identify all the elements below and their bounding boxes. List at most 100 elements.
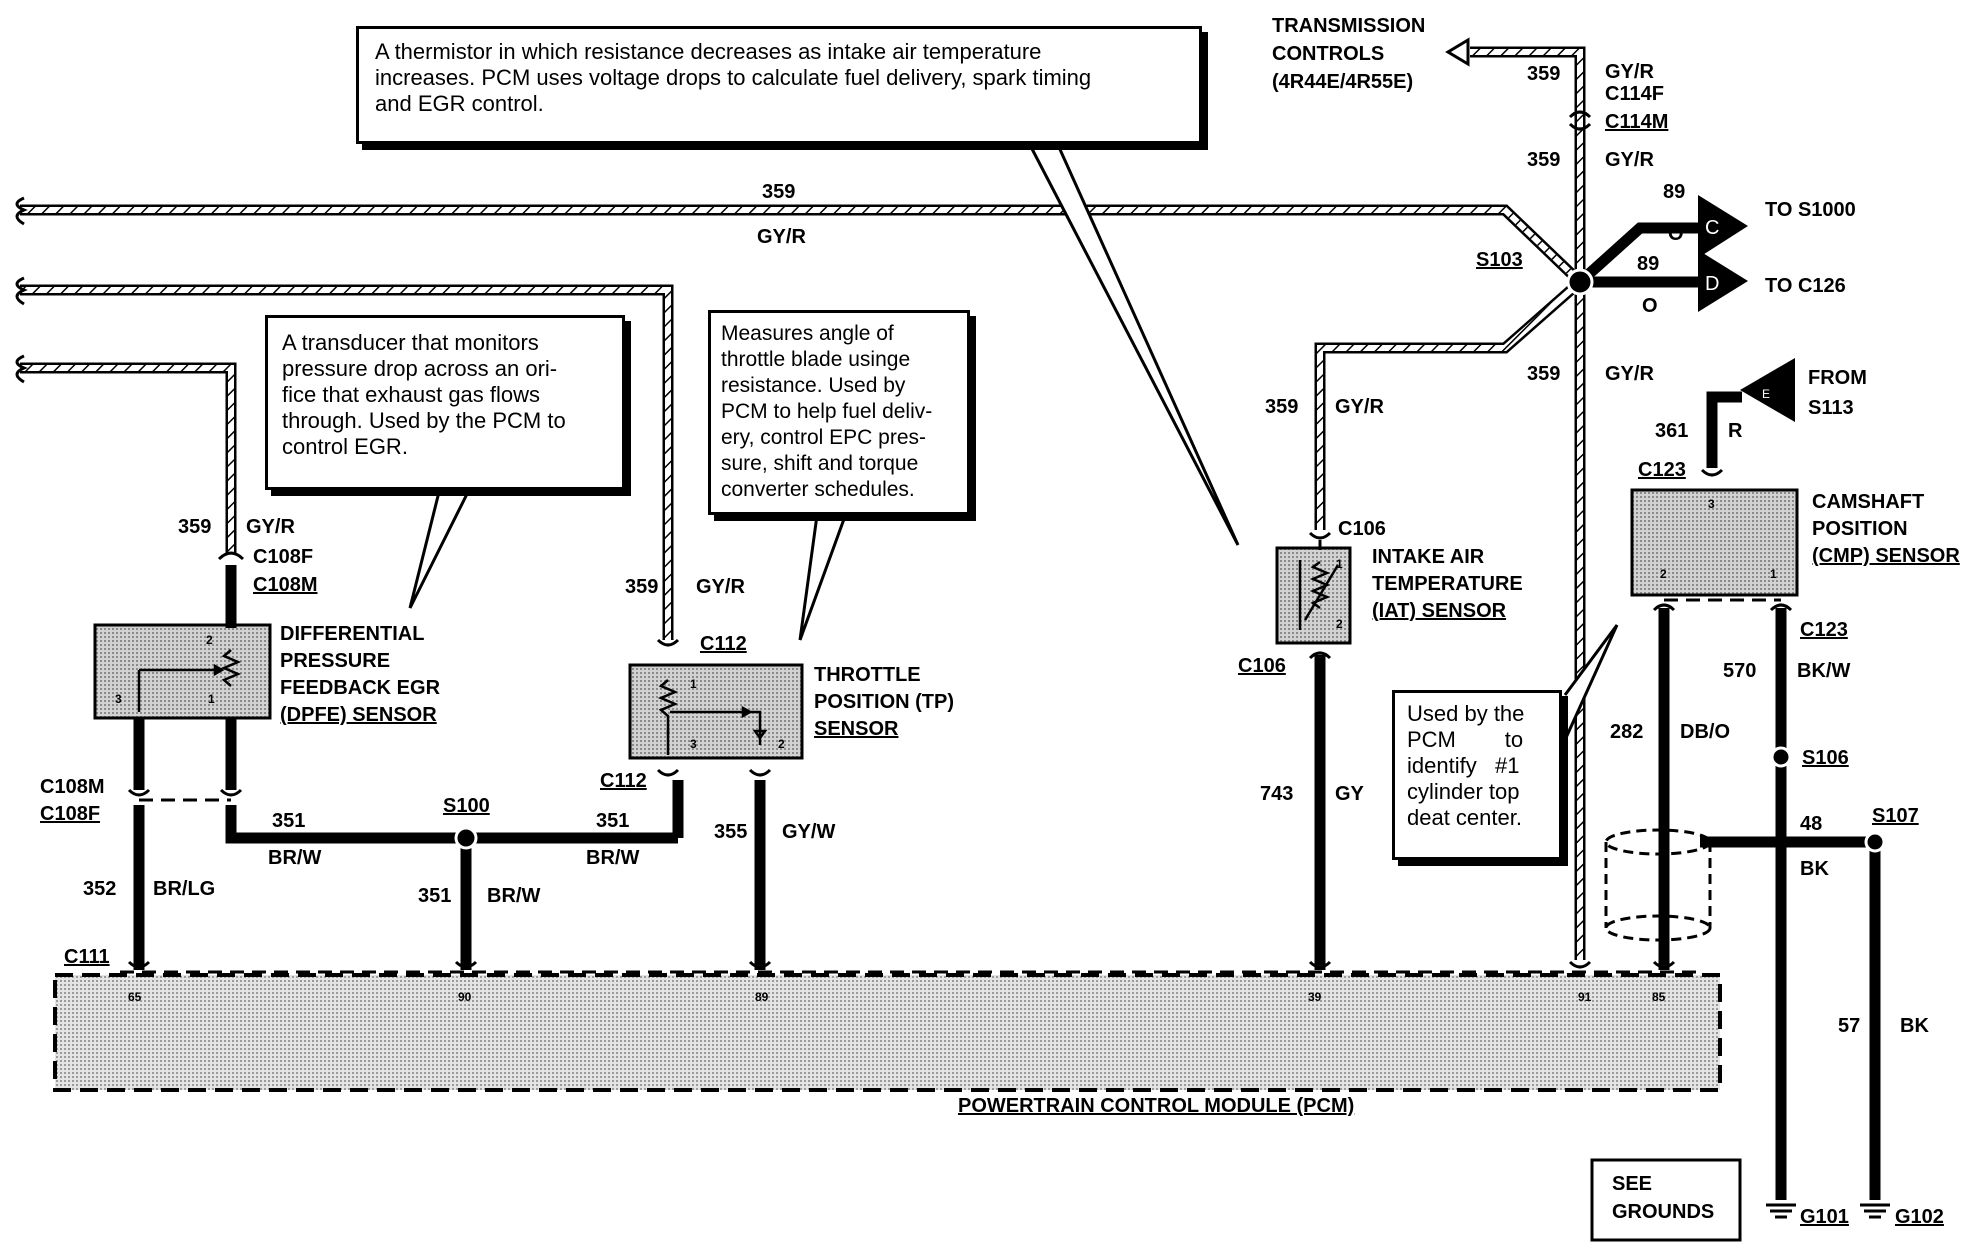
s106-label: S106 bbox=[1802, 747, 1849, 769]
c106-bot: C106 bbox=[1238, 655, 1286, 677]
connector-labels: C108F C108M C108M C108F C111 C112 C112 C… bbox=[40, 83, 1848, 968]
to-c126-label: TO C126 bbox=[1765, 275, 1846, 297]
callout-tp-line1: Measures angle of bbox=[721, 322, 894, 345]
tp-pin-3: 3 bbox=[690, 737, 697, 751]
pcm-pin-65: 65 bbox=[128, 990, 142, 1004]
c111: C111 bbox=[64, 946, 110, 968]
c106-top: C106 bbox=[1338, 518, 1386, 540]
svg-text:GY: GY bbox=[1335, 783, 1365, 805]
iat-internal bbox=[1298, 560, 1340, 630]
g101-label: G101 bbox=[1800, 1206, 1849, 1228]
wire-361 bbox=[1706, 391, 1742, 468]
dpfe-pin-1: 1 bbox=[208, 692, 215, 706]
c108m-bot: C108M bbox=[40, 776, 104, 798]
callout-cmp-line1: Used by the bbox=[1407, 701, 1525, 726]
callout-tp-line2: throttle blade usinge bbox=[721, 348, 911, 371]
svg-text:359: 359 bbox=[762, 181, 795, 203]
s107-label: S107 bbox=[1872, 805, 1919, 827]
callout-dpfe-line1: A transducer that monitors bbox=[282, 330, 539, 355]
from-s113-label: S113 bbox=[1808, 397, 1854, 419]
pcm-pin-90: 90 bbox=[458, 990, 472, 1004]
dpfe-pin-2: 2 bbox=[206, 633, 213, 647]
pcm-pin-89: 89 bbox=[755, 990, 769, 1004]
splice-s107 bbox=[1864, 831, 1886, 853]
svg-text:359: 359 bbox=[1527, 63, 1560, 85]
svg-text:GY/R: GY/R bbox=[696, 576, 745, 598]
svg-text:BK: BK bbox=[1800, 858, 1829, 880]
svg-text:R: R bbox=[1728, 420, 1743, 442]
pcm-pin-labels: 65 90 89 39 91 85 bbox=[128, 990, 1666, 1004]
svg-text:359: 359 bbox=[625, 576, 658, 598]
svg-text:GY/R: GY/R bbox=[1335, 396, 1384, 418]
g102-label: G102 bbox=[1895, 1206, 1944, 1228]
iat-pin-1: 1 bbox=[1336, 557, 1343, 571]
iat-label-2: TEMPERATURE bbox=[1372, 573, 1523, 595]
c108-top-connector bbox=[217, 551, 245, 628]
tp-label-1: THROTTLE bbox=[814, 664, 921, 686]
svg-text:O: O bbox=[1668, 223, 1684, 245]
svg-text:359: 359 bbox=[1265, 396, 1298, 418]
c114m: C114M bbox=[1605, 111, 1668, 133]
tp-internal bbox=[657, 679, 768, 755]
c108f-top: C108F bbox=[253, 546, 313, 568]
iat-pin-2: 2 bbox=[1336, 617, 1343, 631]
callout-cmp-line4: cylinder top bbox=[1407, 779, 1520, 804]
to-s1000-label: TO S1000 bbox=[1765, 199, 1856, 221]
pcm-module bbox=[53, 973, 1722, 1092]
svg-text:359: 359 bbox=[1527, 363, 1560, 385]
dpfe-lower-wires bbox=[127, 718, 678, 960]
callout-thermistor-line3: and EGR control. bbox=[375, 91, 544, 116]
cmp-label-1: CAMSHAFT bbox=[1812, 491, 1924, 513]
tp-label-2: POSITION (TP) bbox=[814, 691, 954, 713]
c112-bot: C112 bbox=[600, 770, 647, 792]
tp-pin-2: 2 bbox=[778, 737, 785, 751]
svg-text:351: 351 bbox=[596, 810, 629, 832]
svg-text:570: 570 bbox=[1723, 660, 1756, 682]
wire-break-marks bbox=[15, 196, 28, 384]
ref-d: D bbox=[1705, 273, 1719, 295]
callout-pointers bbox=[408, 144, 1619, 741]
tp-connectors bbox=[656, 638, 772, 960]
wire-359-harness bbox=[20, 46, 1586, 960]
svg-text:355: 355 bbox=[714, 821, 747, 843]
svg-text:BK: BK bbox=[1900, 1015, 1929, 1037]
svg-text:361: 361 bbox=[1655, 420, 1688, 442]
svg-text:359: 359 bbox=[1527, 149, 1560, 171]
cmp-pin-3: 3 bbox=[1708, 497, 1715, 511]
cmp-label-3: (CMP) SENSOR bbox=[1812, 545, 1960, 567]
callout-dpfe-line3: fice that exhaust gas flows bbox=[282, 382, 541, 407]
c114f: C114F bbox=[1605, 83, 1664, 105]
dpfe-sensor-box bbox=[93, 623, 272, 720]
cmp-lower-wires bbox=[1652, 598, 1881, 1200]
splice-labels: S100 S103 S106 S107 G101 G102 bbox=[443, 249, 1944, 1228]
callout-dpfe-line2: pressure drop across an ori- bbox=[282, 356, 558, 381]
svg-text:282: 282 bbox=[1610, 721, 1643, 743]
dpfe-label-3: FEEDBACK EGR bbox=[280, 677, 441, 699]
component-labels: DIFFERENTIAL PRESSURE FEEDBACK EGR (DPFE… bbox=[280, 15, 1960, 740]
svg-text:DB/O: DB/O bbox=[1680, 721, 1730, 743]
c108m-top: C108M bbox=[253, 574, 317, 596]
callout-tp-line4: PCM to help fuel deliv- bbox=[721, 400, 933, 423]
svg-text:89: 89 bbox=[1637, 253, 1659, 275]
callout-tp-line5: ery, control EPC pres- bbox=[721, 426, 927, 449]
splice-s100 bbox=[454, 826, 478, 850]
c112-top: C112 bbox=[700, 633, 747, 655]
svg-text:BR/W: BR/W bbox=[586, 847, 639, 869]
dpfe-label-4: (DPFE) SENSOR bbox=[280, 704, 437, 726]
iat-label-1: INTAKE AIR bbox=[1372, 546, 1485, 568]
from-label: FROM bbox=[1808, 367, 1867, 389]
c123-top-connector-mark bbox=[1700, 468, 1724, 477]
svg-text:351: 351 bbox=[418, 885, 451, 907]
pcm-pin-91: 91 bbox=[1578, 990, 1592, 1004]
svg-text:BR/W: BR/W bbox=[487, 885, 540, 907]
callout-dpfe-line5: control EGR. bbox=[282, 434, 408, 459]
ref-flags-cd: C D bbox=[1698, 195, 1748, 312]
cmp-pin-1: 1 bbox=[1770, 567, 1777, 581]
dpfe-internal bbox=[137, 649, 242, 712]
callout-thermistor: A thermistor in which resistance decreas… bbox=[356, 26, 1202, 144]
iat-sensor-box bbox=[1275, 546, 1352, 645]
svg-text:GY/R: GY/R bbox=[246, 516, 295, 538]
trans-label-1: TRANSMISSION bbox=[1272, 15, 1425, 37]
cmp-shield bbox=[1604, 828, 1712, 942]
